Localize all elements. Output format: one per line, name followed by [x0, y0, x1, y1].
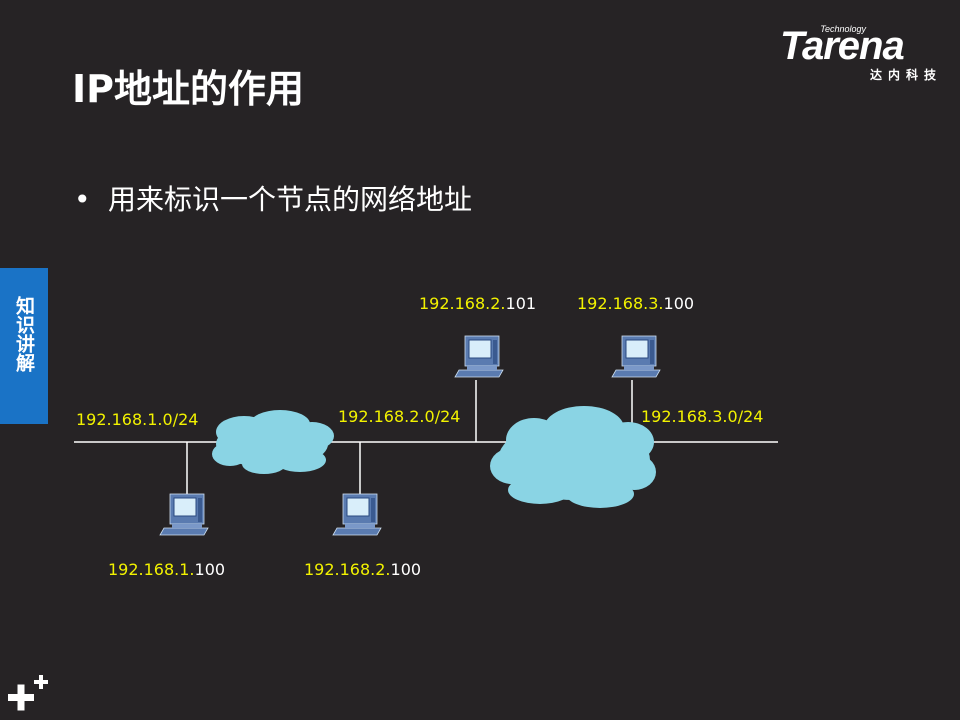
logo-wordmark: Tarena — [780, 24, 905, 68]
host-label-4: 192.168.3.100 — [577, 294, 694, 313]
bullet-item: • 用来标识一个节点的网络地址 — [74, 186, 472, 214]
network-label-3: 192.168.3.0/24 — [641, 407, 763, 426]
host-label-2: 192.168.2.100 — [304, 560, 421, 579]
bullet-dot-icon: • — [74, 183, 91, 216]
slide-title: IP地址的作用 — [72, 67, 304, 111]
computer-icon-host-4 — [611, 335, 661, 378]
bullet-text: 用来标识一个节点的网络地址 — [108, 183, 473, 216]
network-label-2: 192.168.2.0/24 — [338, 407, 460, 426]
cloud-icon-small — [212, 410, 334, 474]
tarena-logo: Technology Tarena 达内科技 — [780, 22, 950, 84]
logo-tagline: Technology — [820, 24, 866, 34]
host-label-1: 192.168.1.100 — [108, 560, 225, 579]
computer-icon-host-3 — [454, 335, 504, 378]
section-tab-label: 知识讲解 — [13, 296, 35, 372]
host-label-3: 192.168.2.101 — [419, 294, 536, 313]
network-label-1: 192.168.1.0/24 — [76, 410, 198, 429]
section-tab: 知识讲解 — [0, 268, 48, 424]
computer-icon-host-2 — [332, 493, 382, 536]
cloud-icon-large — [490, 406, 656, 508]
computer-icon-host-1 — [159, 493, 209, 536]
plus-logo-icon — [8, 675, 48, 711]
logo-subtitle: 达内科技 — [869, 68, 942, 82]
